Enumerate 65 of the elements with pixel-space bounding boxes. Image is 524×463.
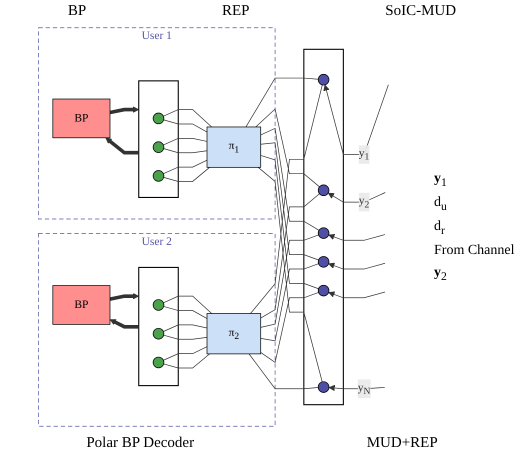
connector	[163, 166, 210, 182]
connector	[163, 148, 208, 154]
connector	[260, 234, 319, 328]
connector	[260, 193, 320, 318]
arrow	[110, 319, 139, 329]
column-heading: BP	[68, 2, 86, 20]
node-circle	[152, 112, 164, 124]
connector	[248, 354, 319, 390]
brace-caption: MUD+REP	[366, 434, 438, 452]
column-heading: SoIC-MUD	[385, 2, 456, 20]
connector	[255, 108, 320, 188]
arrow	[328, 262, 386, 270]
edge-label: y$_{N}$	[358, 381, 370, 396]
connector	[260, 263, 319, 342]
connector	[163, 160, 208, 174]
arrow	[110, 293, 140, 301]
connector	[163, 306, 208, 319]
node-box: BP	[52, 285, 110, 325]
arrow	[105, 138, 139, 155]
node-circle	[318, 227, 330, 239]
arrow	[328, 234, 386, 241]
arrow	[328, 192, 386, 203]
vector-label: y$_{2}$	[434, 264, 448, 283]
connector	[163, 296, 212, 314]
node-circle	[152, 141, 164, 153]
connector	[260, 155, 319, 290]
connector	[163, 334, 208, 340]
degree-label: d$_{u}$	[434, 195, 448, 213]
connector	[163, 109, 212, 128]
node-circle	[318, 381, 330, 393]
connector	[260, 128, 320, 231]
connector	[246, 78, 319, 128]
vector-label: y$_{1}$	[434, 171, 448, 190]
node-circle	[318, 284, 330, 296]
column-heading: REP	[222, 2, 250, 20]
connector	[163, 120, 208, 132]
node-box: π$_{2}$	[206, 313, 262, 354]
node-box: π$_{1}$	[206, 126, 262, 168]
connector	[163, 324, 208, 332]
edge-label: y$_{1}$	[358, 147, 370, 162]
cluster	[138, 266, 179, 386]
arrow	[328, 291, 386, 298]
degree-label: d$_{r}$	[434, 219, 446, 237]
arrow	[110, 106, 140, 114]
connector	[163, 354, 210, 368]
node-circle	[152, 299, 164, 311]
connector	[260, 142, 319, 260]
connector	[250, 84, 323, 314]
connector	[163, 346, 208, 361]
node-circle	[152, 170, 164, 182]
connector	[258, 166, 323, 382]
arrow	[323, 84, 389, 155]
node-circle	[152, 356, 164, 368]
brace-caption: Polar BP Decoder	[86, 434, 194, 452]
edge-label: y$_{2}$	[358, 194, 370, 210]
connector	[260, 292, 319, 364]
node-circle	[318, 74, 330, 86]
node-circle	[152, 328, 164, 340]
cluster	[303, 48, 344, 406]
node-box: BP	[52, 98, 110, 138]
cluster	[138, 80, 179, 198]
axis-caption: From Channel	[434, 242, 516, 259]
connector	[163, 138, 208, 146]
node-circle	[318, 256, 330, 268]
node-circle	[318, 184, 330, 196]
